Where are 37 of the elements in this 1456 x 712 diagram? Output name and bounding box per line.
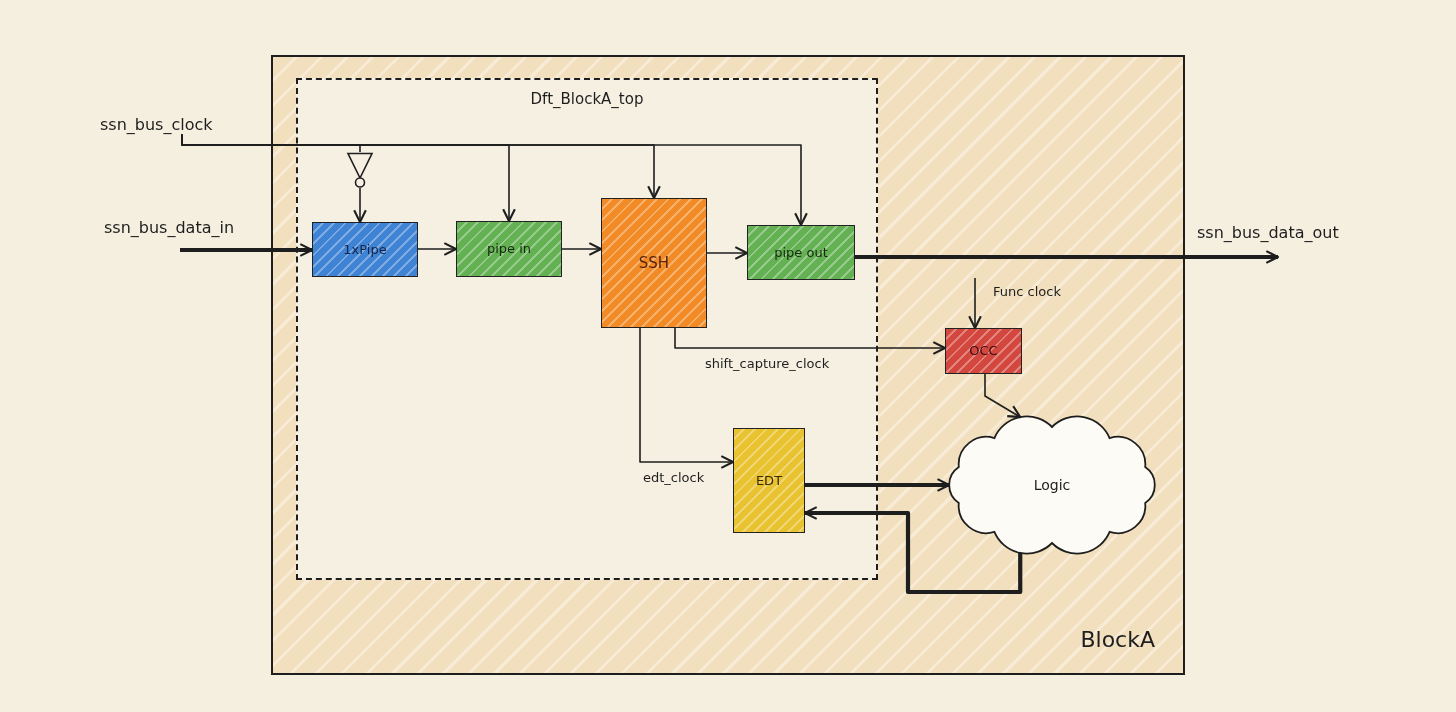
module-label: OCC — [969, 343, 998, 359]
arrow — [803, 506, 1023, 595]
module-box — [601, 198, 707, 328]
module-label: 1xPipe — [343, 241, 387, 258]
signal-label: ssn_bus_data_out — [1197, 223, 1339, 243]
arrow — [181, 133, 808, 227]
module-box — [733, 428, 805, 533]
region-title: Dft_BlockA_top — [530, 90, 644, 108]
arrow — [674, 327, 947, 355]
module-box — [312, 222, 418, 277]
arrow — [353, 187, 367, 224]
cloud-label: Logic — [1033, 476, 1071, 494]
arrow — [639, 327, 735, 469]
block-panel — [271, 55, 1185, 675]
module-box — [456, 221, 562, 277]
module-label: EDT — [755, 472, 783, 489]
block-title: BlockA — [1080, 626, 1155, 653]
module-label: pipe in — [486, 241, 532, 257]
arrow — [805, 478, 951, 492]
arrow — [984, 373, 1022, 419]
dashed-region — [296, 78, 878, 580]
signal-label: Func clock — [993, 284, 1061, 300]
arrow — [180, 243, 314, 257]
arrow — [561, 242, 603, 256]
signal-label: edt_clock — [643, 470, 705, 486]
inverter-symbol — [346, 152, 374, 188]
arrow — [855, 250, 1280, 264]
signal-label: ssn_bus_data_in — [104, 218, 235, 238]
module-label: pipe out — [774, 244, 828, 261]
arrow — [706, 246, 749, 260]
module-box — [945, 328, 1022, 374]
signal-label: ssn_bus_clock — [100, 115, 213, 135]
module-box — [747, 225, 855, 280]
module-label: SSH — [638, 254, 670, 272]
arrow — [417, 242, 458, 256]
signal-label: shift_capture_clock — [705, 356, 830, 372]
arrow — [968, 277, 982, 330]
